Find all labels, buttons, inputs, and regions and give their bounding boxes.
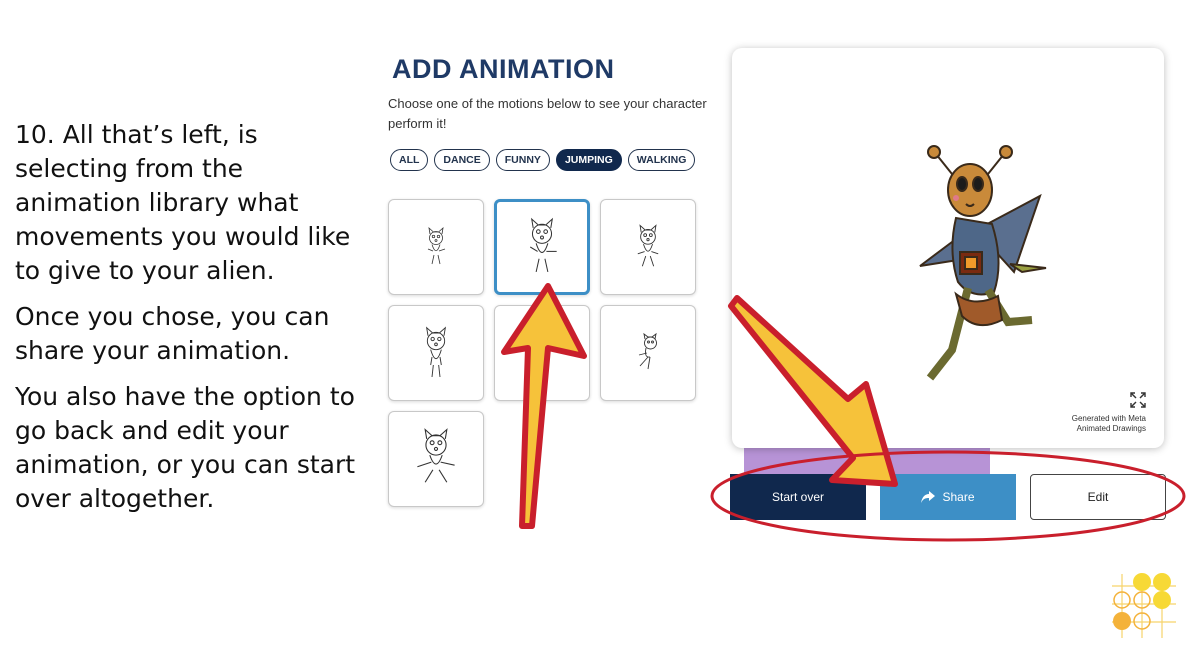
start-over-button[interactable]: Start over	[730, 474, 866, 520]
instructions: 10. All that’s left, is selecting from t…	[15, 118, 365, 528]
motion-tile[interactable]	[494, 305, 590, 401]
panel-title: ADD ANIMATION	[392, 54, 615, 84]
animation-preview: Generated with Meta Animated Drawings	[732, 48, 1164, 448]
credit-line: Animated Drawings	[1076, 424, 1146, 433]
filter-funny[interactable]: FUNNY	[495, 149, 550, 171]
motion-tile[interactable]	[388, 305, 484, 401]
alien-character-drawing	[919, 145, 1047, 381]
motion-tile[interactable]	[388, 199, 484, 295]
cat-sketch-icon	[530, 217, 557, 273]
edit-label: Edit	[1087, 490, 1109, 504]
filter-dance[interactable]: DANCE	[434, 149, 490, 171]
edit-button[interactable]: Edit	[1030, 474, 1166, 520]
instruction-step-10: 10. All that’s left, is selecting from t…	[15, 120, 351, 285]
share-button[interactable]: Share	[880, 474, 1016, 520]
motion-tile[interactable]	[600, 305, 696, 401]
decorative-circles-logo	[1112, 573, 1176, 638]
cat-sketch-icon	[425, 326, 447, 378]
share-label: Share	[942, 490, 975, 504]
credit-label: Generated with Meta Animated Drawings	[1072, 414, 1146, 434]
panel-subtitle: Choose one of the motions below to see y…	[388, 96, 707, 131]
motion-filter-bar: ALL DANCE FUNNY JUMPING WALKING	[390, 149, 696, 171]
credit-line: Generated with Meta	[1071, 414, 1146, 423]
filter-all[interactable]: ALL	[390, 149, 429, 171]
cat-sketch-icon	[638, 332, 657, 370]
expand-icon	[1130, 392, 1146, 408]
motion-tile[interactable]	[600, 199, 696, 295]
cat-sketch-icon	[417, 428, 455, 483]
start-over-label: Start over	[771, 490, 825, 504]
instruction-edit: You also have the option to go back and …	[15, 382, 356, 513]
cat-sketch-icon	[427, 226, 446, 265]
filter-walking[interactable]: WALKING	[627, 149, 696, 171]
expand-preview-button[interactable]	[1130, 392, 1146, 413]
motion-tile[interactable]	[388, 411, 484, 507]
motion-tile-selected[interactable]	[494, 199, 590, 295]
instruction-share: Once you chose, you can share your anima…	[15, 302, 330, 365]
cat-sketch-icon	[637, 224, 659, 267]
share-arrow-icon	[921, 491, 936, 503]
filter-jumping[interactable]: JUMPING	[555, 149, 622, 171]
